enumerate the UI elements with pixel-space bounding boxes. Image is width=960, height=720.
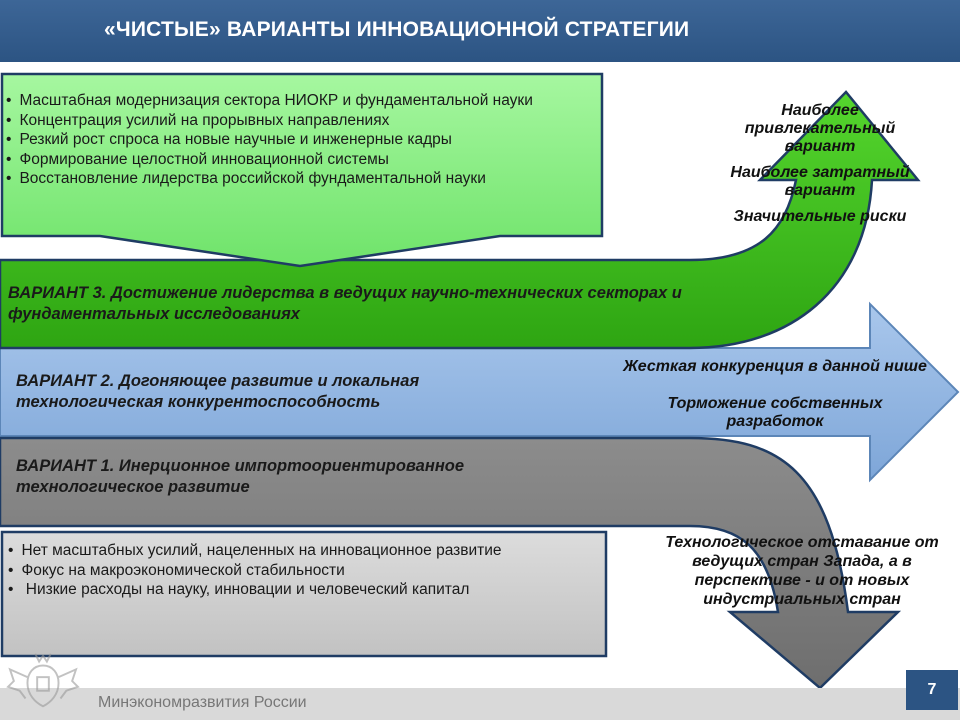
top-box-item: Формирование целостной инновационной сис… — [6, 150, 596, 170]
coat-of-arms-icon — [6, 653, 80, 708]
variant1-arrow — [0, 436, 902, 690]
variant3-label: ВАРИАНТ 3. Достижение лидерства в ведущи… — [8, 284, 682, 323]
variant3-arrow — [0, 90, 921, 350]
note-risks: Значительные риски — [733, 208, 907, 225]
note-slowdown: Торможение собственных разработок — [667, 395, 883, 430]
ministry-name: Минэкономразвития России — [98, 694, 307, 711]
top-box-item: Концентрация усилий на прорывных направл… — [6, 111, 596, 131]
bottom-box-list: Нет масштабных усилий, нацеленных на инн… — [8, 541, 598, 600]
bottom-box-item: Фокус на макроэкономической стабильности — [8, 561, 598, 581]
page-title: «ЧИСТЫЕ» ВАРИАНТЫ ИННОВАЦИОННОЙ СТРАТЕГИ… — [104, 18, 690, 41]
header-bar: «ЧИСТЫЕ» ВАРИАНТЫ ИННОВАЦИОННОЙ СТРАТЕГИ… — [0, 0, 960, 62]
bottom-box-item: Низкие расходы на науку, инновации и чел… — [8, 580, 598, 600]
variant2-label: ВАРИАНТ 2. Догоняющее развитие и локальн… — [16, 372, 420, 411]
top-box-item: Резкий рост спроса на новые научные и ин… — [6, 130, 596, 150]
note-competition: Жесткая конкуренция в данной нише — [623, 358, 927, 375]
bottom-box-item: Нет масштабных усилий, нацеленных на инн… — [8, 541, 598, 561]
note-lag: Технологическое отставание от ведущих ст… — [665, 534, 939, 608]
note-attractive: Наиболее привлекательный вариант — [744, 102, 896, 155]
note-costly: Наиболее затратный вариант — [730, 164, 910, 199]
page-number: 7 — [906, 670, 958, 710]
top-box-list: Масштабная модернизация сектора НИОКР и … — [6, 91, 596, 189]
footer-bar: Минэкономразвития России — [0, 688, 960, 720]
variant1-label: ВАРИАНТ 1. Инерционное импортоориентиров… — [16, 457, 465, 496]
top-box-item: Масштабная модернизация сектора НИОКР и … — [6, 91, 596, 111]
top-box-item: Восстановление лидерства российской фунд… — [6, 169, 596, 189]
